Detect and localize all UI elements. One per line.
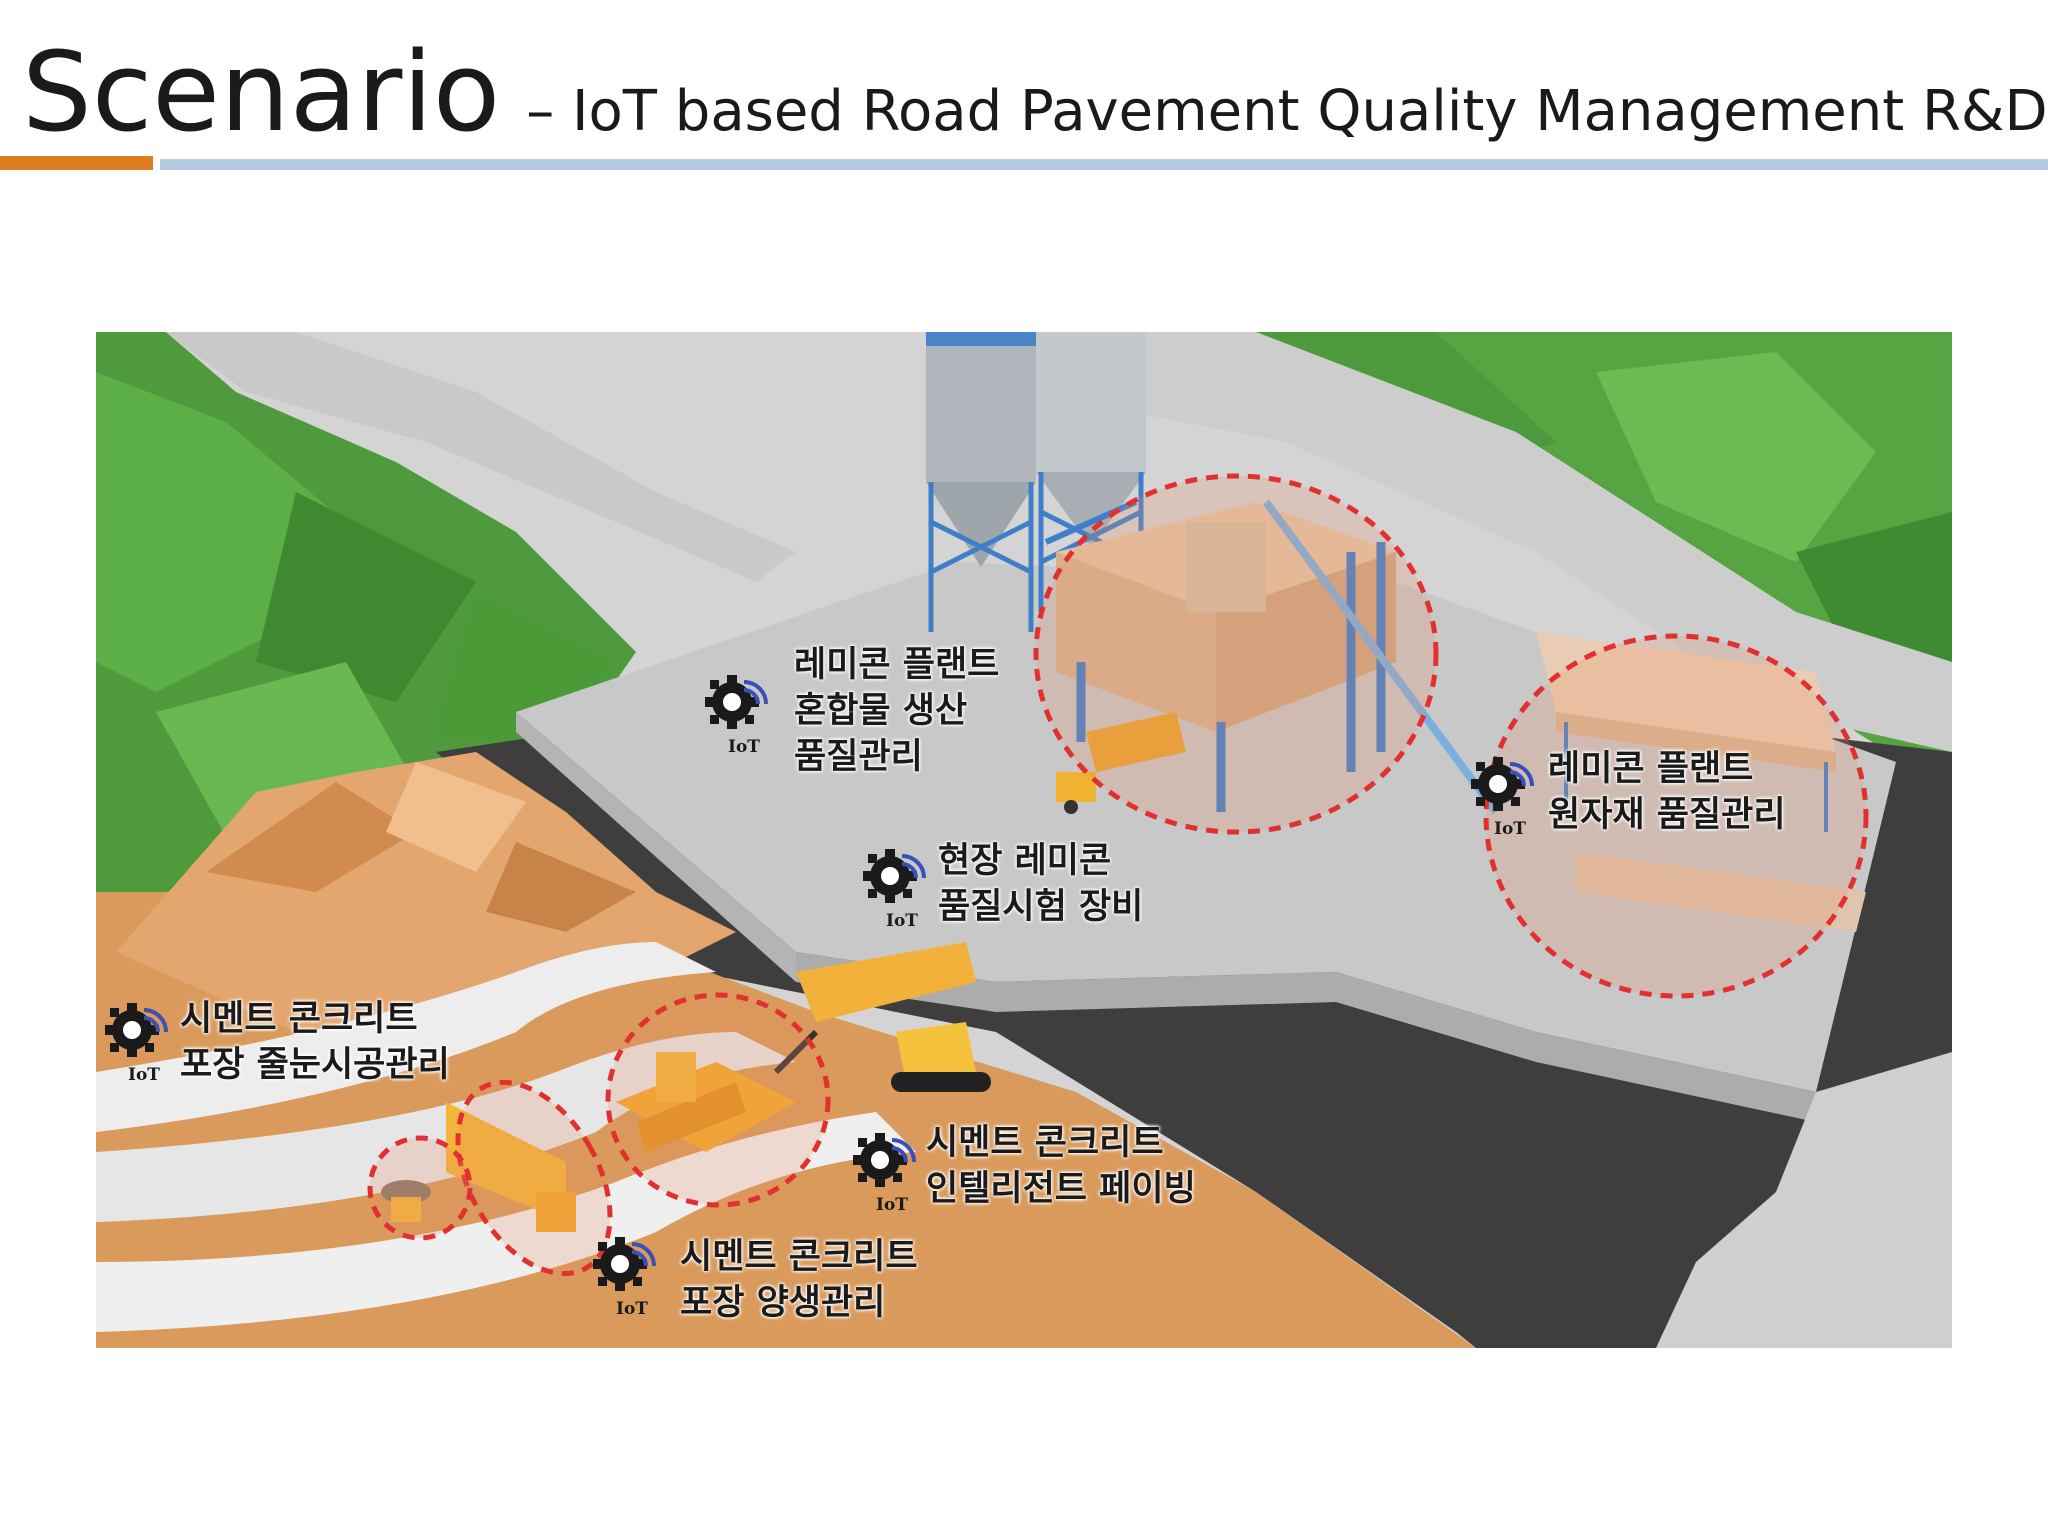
pavement-scenario-illustration: IoT IoT IoT IoT [96, 332, 1952, 1348]
title-underline [160, 159, 2048, 170]
highlight-mixing-plant [1033, 473, 1439, 835]
scene-drawing [96, 332, 1952, 1348]
dump-truck [1056, 712, 1186, 814]
iot-badge-text: IoT [1494, 819, 1526, 839]
joint-cutter [446, 1102, 576, 1232]
label-intelligent-paving: 시멘트 콘크리트 인텔리전트 페이빙 [926, 1123, 1196, 1209]
label-joint-construction: 시멘트 콘크리트 포장 줄눈시공관리 [180, 999, 450, 1085]
highlight-paver [605, 992, 831, 1208]
label-mixture-production-quality: 레미콘 플랜트 혼합물 생산 품질관리 [794, 645, 1000, 777]
curing-unit [381, 1180, 431, 1222]
title-main: Scenario [22, 28, 501, 156]
slide-title: Scenario – IoT based Road Pavement Qualit… [22, 28, 2048, 156]
iot-badge-text: IoT [876, 1195, 908, 1215]
iot-badge-text: IoT [886, 911, 918, 931]
mixing-plant [1044, 499, 1500, 815]
excavator [773, 942, 991, 1092]
paver [616, 1052, 796, 1152]
label-raw-material-quality: 레미콘 플랜트 원자재 품질관리 [1548, 749, 1786, 835]
iot-icon: IoT [105, 1003, 168, 1085]
iot-icon: IoT [1471, 757, 1534, 839]
iot-badge-text: IoT [616, 1299, 648, 1319]
iot-badge-text: IoT [128, 1065, 160, 1085]
title-subtitle: – IoT based Road Pavement Quality Manage… [526, 79, 2048, 144]
iot-badge-text: IoT [728, 737, 760, 757]
iot-icon: IoT [705, 675, 768, 757]
iot-icon: IoT [593, 1237, 656, 1319]
iot-icon: IoT [853, 1133, 916, 1215]
label-field-test-equipment: 현장 레미콘 품질시험 장비 [938, 841, 1144, 927]
highlight-circles [367, 473, 1869, 1277]
iot-icon: IoT [863, 849, 926, 931]
title-underline-accent [0, 156, 153, 170]
label-curing-management: 시멘트 콘크리트 포장 양생관리 [680, 1237, 918, 1323]
plant-platform [516, 562, 1896, 1092]
highlight-curing [367, 1135, 473, 1241]
highlight-storage [1483, 633, 1869, 999]
highlight-joint-cutter [455, 1079, 613, 1277]
storage-shed [1536, 632, 1866, 932]
